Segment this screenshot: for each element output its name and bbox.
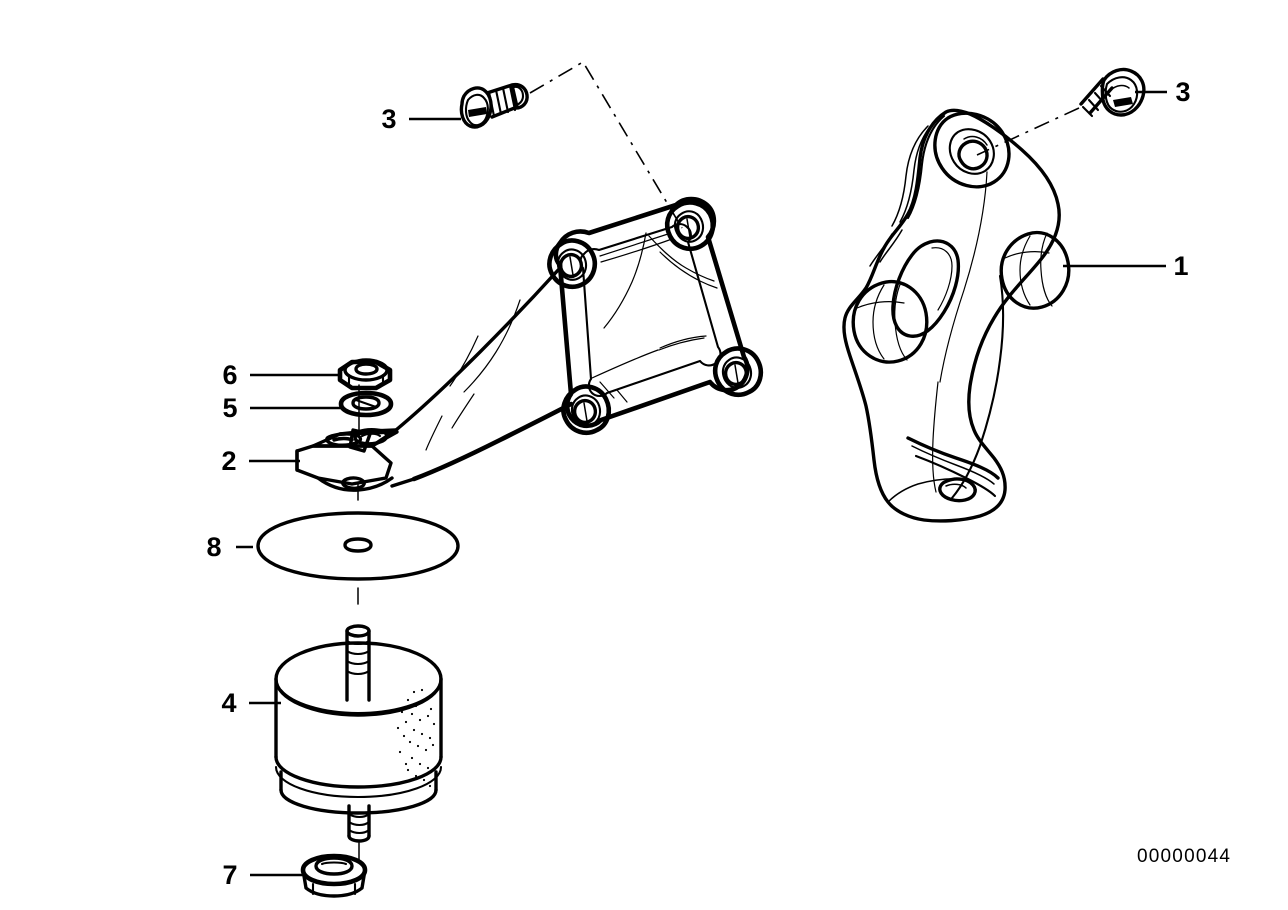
part-3-bolt-right <box>1079 67 1146 118</box>
callout-number-1: 1 <box>1173 251 1188 281</box>
callout-number-2: 2 <box>221 446 236 476</box>
assembly-axis-right-bolt <box>976 107 1080 156</box>
callout-number-5: 5 <box>222 393 237 423</box>
part-3-bolt-left <box>459 82 529 129</box>
part-8-disc-washer <box>256 511 460 581</box>
part-6-hex-nut <box>337 358 393 391</box>
mount-shading-stipple <box>396 688 436 788</box>
assembly-axis-left-bolt <box>529 60 683 229</box>
callout-number-8: 8 <box>206 532 221 562</box>
part-2-mount-arm <box>295 196 763 492</box>
callout-number-4: 4 <box>221 688 236 718</box>
callout-number-3-left: 3 <box>381 104 396 134</box>
callout-number-6: 6 <box>222 360 237 390</box>
callout-number-7: 7 <box>222 860 237 890</box>
part-5-lock-washer <box>338 390 394 418</box>
callout-numbers: 1 2 3 3 4 5 6 7 8 <box>206 77 1190 890</box>
part-7-flange-nut <box>300 853 368 898</box>
part-4-engine-mount <box>274 624 443 843</box>
diagram-part-id: 00000044 <box>1137 846 1231 867</box>
callout-number-3-right: 3 <box>1175 77 1190 107</box>
callout-leaders <box>236 90 1167 877</box>
part-1-support-bracket <box>842 108 1071 523</box>
